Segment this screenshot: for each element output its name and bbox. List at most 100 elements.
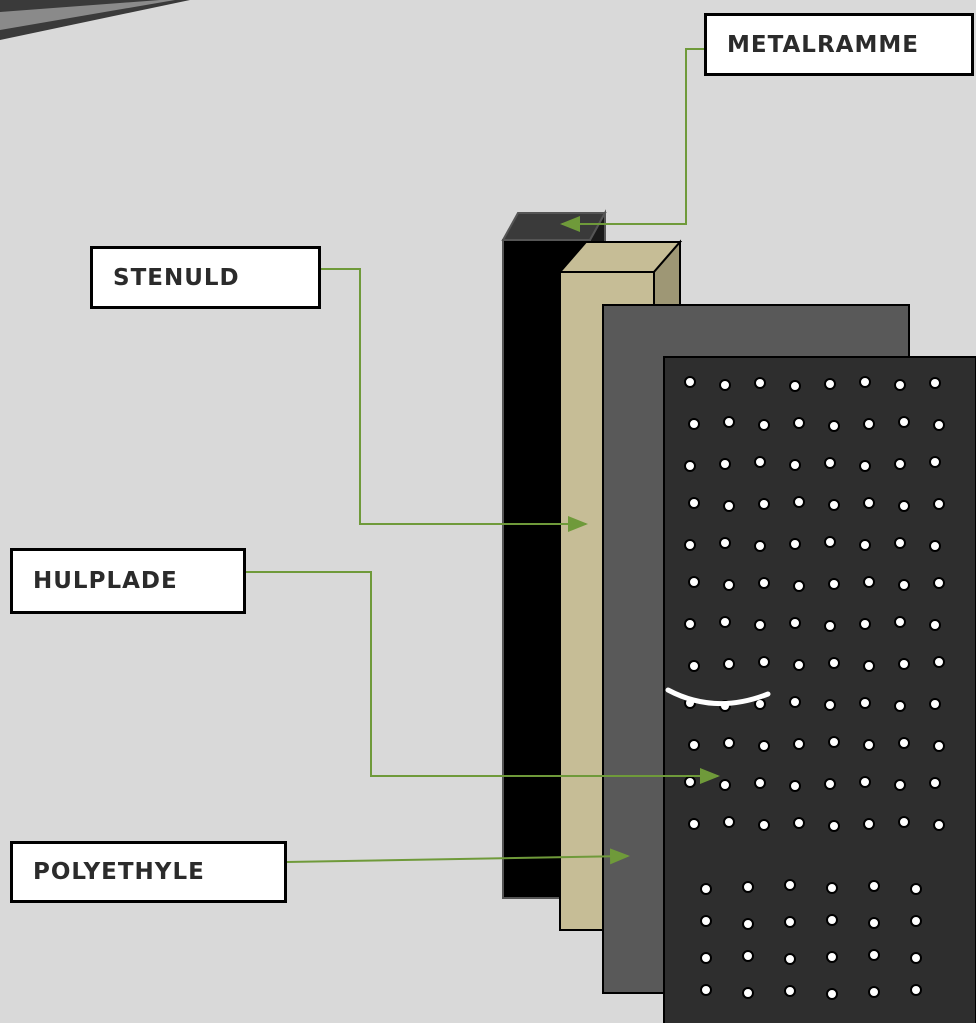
- plate-hole: [863, 818, 875, 830]
- plate-hole: [784, 879, 796, 891]
- plate-hole: [933, 740, 945, 752]
- plate-hole: [723, 416, 735, 428]
- plate-hole: [700, 952, 712, 964]
- plate-hole: [898, 500, 910, 512]
- plate-hole: [793, 738, 805, 750]
- plate-hole: [700, 883, 712, 895]
- plate-hole: [863, 576, 875, 588]
- plate-hole: [898, 816, 910, 828]
- plate-hole: [789, 780, 801, 792]
- plate-hole: [910, 984, 922, 996]
- plate-hole: [700, 984, 712, 996]
- plate-hole: [826, 914, 838, 926]
- plate-hole: [758, 819, 770, 831]
- plate-hole: [684, 460, 696, 472]
- plate-hole: [828, 420, 840, 432]
- plate-hole: [688, 818, 700, 830]
- plate-hole: [684, 618, 696, 630]
- plate-hole: [719, 779, 731, 791]
- plate-hole: [700, 915, 712, 927]
- plate-hole: [723, 500, 735, 512]
- plate-hole: [754, 540, 766, 552]
- hulplade-leader-line: [245, 571, 720, 784]
- plate-hole: [742, 987, 754, 999]
- plate-hole: [784, 953, 796, 965]
- plate-hole: [723, 816, 735, 828]
- plate-hole: [868, 880, 880, 892]
- plate-handle: [665, 687, 771, 707]
- plate-hole: [758, 419, 770, 431]
- plate-hole: [859, 460, 871, 472]
- corner-decoration: [0, 0, 190, 40]
- plate-hole: [793, 496, 805, 508]
- plate-hole: [684, 376, 696, 388]
- perforated-plate-layer: [663, 356, 976, 1023]
- polyethyle-leader-line: [285, 848, 630, 865]
- plate-hole: [754, 777, 766, 789]
- plate-hole: [688, 497, 700, 509]
- metalramme-label: METALRAMME: [704, 13, 974, 76]
- plate-hole: [933, 819, 945, 831]
- plate-hole: [789, 696, 801, 708]
- plate-hole: [688, 660, 700, 672]
- plate-hole: [789, 538, 801, 550]
- plate-hole: [868, 949, 880, 961]
- hulplade-label: HULPLADE: [10, 548, 246, 614]
- plate-hole: [863, 497, 875, 509]
- plate-hole: [910, 915, 922, 927]
- plate-hole: [754, 377, 766, 389]
- plate-hole: [789, 617, 801, 629]
- plate-hole: [793, 417, 805, 429]
- plate-hole: [824, 457, 836, 469]
- plate-hole: [859, 697, 871, 709]
- plate-hole: [826, 951, 838, 963]
- plate-hole: [828, 736, 840, 748]
- plate-hole: [828, 578, 840, 590]
- plate-hole: [784, 916, 796, 928]
- plate-hole: [758, 656, 770, 668]
- plate-hole: [688, 739, 700, 751]
- plate-hole: [824, 536, 836, 548]
- plate-hole: [933, 419, 945, 431]
- plate-hole: [793, 659, 805, 671]
- plate-hole: [828, 499, 840, 511]
- plate-hole: [684, 776, 696, 788]
- plate-hole: [826, 988, 838, 1000]
- plate-hole: [933, 498, 945, 510]
- plate-hole: [826, 882, 838, 894]
- plate-hole: [894, 779, 906, 791]
- plate-hole: [793, 580, 805, 592]
- plate-hole: [723, 579, 735, 591]
- plate-hole: [929, 540, 941, 552]
- plate-hole: [929, 377, 941, 389]
- plate-hole: [898, 737, 910, 749]
- plate-hole: [719, 458, 731, 470]
- plate-hole: [824, 778, 836, 790]
- stenuld-leader-line: [320, 268, 588, 532]
- plate-hole: [868, 917, 880, 929]
- plate-hole: [929, 698, 941, 710]
- plate-hole: [894, 379, 906, 391]
- plate-hole: [910, 952, 922, 964]
- plate-hole: [723, 658, 735, 670]
- plate-hole: [859, 539, 871, 551]
- plate-hole: [824, 699, 836, 711]
- plate-hole: [929, 619, 941, 631]
- plate-hole: [894, 537, 906, 549]
- plate-hole: [828, 820, 840, 832]
- plate-hole: [859, 776, 871, 788]
- plate-hole: [828, 657, 840, 669]
- plate-hole: [824, 378, 836, 390]
- plate-hole: [933, 656, 945, 668]
- plate-hole: [894, 616, 906, 628]
- plate-hole: [859, 376, 871, 388]
- plate-hole: [863, 418, 875, 430]
- plate-hole: [789, 380, 801, 392]
- plate-hole: [929, 777, 941, 789]
- plate-hole: [898, 658, 910, 670]
- plate-hole: [719, 537, 731, 549]
- plate-hole: [758, 740, 770, 752]
- plate-hole: [933, 577, 945, 589]
